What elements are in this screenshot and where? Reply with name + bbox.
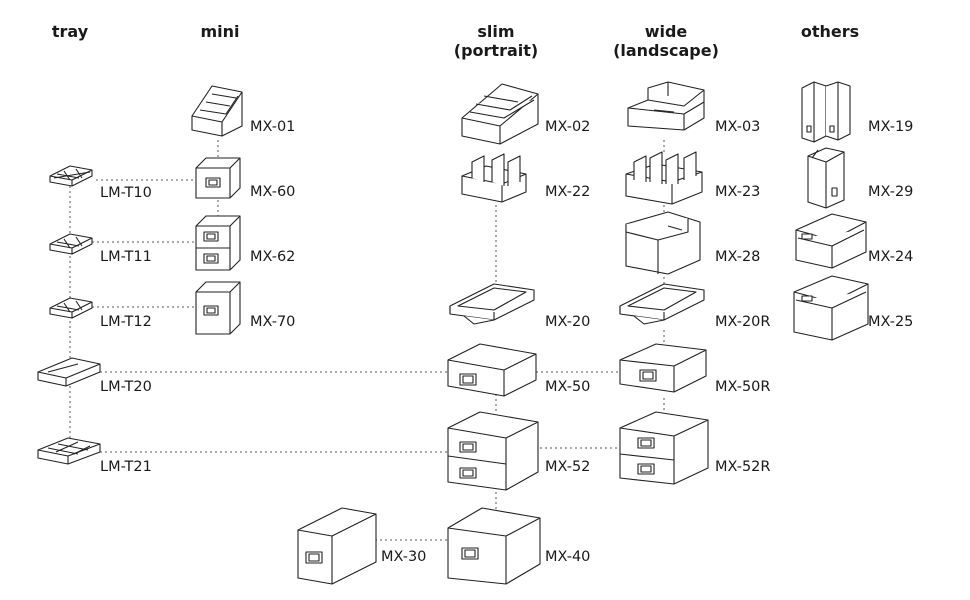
label-lm-t11: LM-T11 bbox=[100, 249, 152, 265]
mini-mx-60-image bbox=[195, 157, 241, 199]
column-header-wide: wide(landscape) bbox=[613, 22, 719, 60]
label-mx-62: MX-62 bbox=[250, 249, 296, 265]
slim-mx-02-image bbox=[461, 83, 539, 145]
label-mx-28: MX-28 bbox=[715, 249, 761, 265]
label-lm-t21: LM-T21 bbox=[100, 459, 152, 475]
slim-mx-40-image bbox=[447, 507, 541, 585]
tray-lm-t21-image bbox=[37, 437, 101, 465]
label-mx-19: MX-19 bbox=[868, 119, 914, 135]
label-mx-70: MX-70 bbox=[250, 314, 296, 330]
label-lm-t10: LM-T10 bbox=[100, 185, 152, 201]
label-mx-20r: MX-20R bbox=[715, 314, 771, 330]
label-mx-02: MX-02 bbox=[545, 119, 591, 135]
label-mx-25: MX-25 bbox=[868, 314, 914, 330]
column-header-mini: mini bbox=[200, 22, 240, 41]
mini-mx-62-image bbox=[195, 215, 241, 271]
mini-mx-01-image bbox=[191, 85, 243, 137]
others-mx-29-image bbox=[807, 147, 845, 209]
column-header-tray: tray bbox=[51, 22, 89, 41]
connector-lines bbox=[69, 140, 665, 541]
others-mx-24-image bbox=[795, 213, 867, 269]
label-mx-24: MX-24 bbox=[868, 249, 914, 265]
label-mx-50r: MX-50R bbox=[715, 379, 771, 395]
label-mx-50: MX-50 bbox=[545, 379, 591, 395]
wide-mx-28-image bbox=[625, 211, 701, 275]
others-mx-19-image bbox=[801, 81, 851, 143]
tray-lm-t20-image bbox=[37, 357, 101, 387]
label-mx-03: MX-03 bbox=[715, 119, 761, 135]
label-lm-t20: LM-T20 bbox=[100, 379, 152, 395]
slim-mx-50-image bbox=[447, 343, 537, 397]
mini-mx-70-image bbox=[195, 281, 241, 335]
wide-mx-52r-image bbox=[619, 411, 709, 485]
tray-lm-t12-image bbox=[49, 297, 93, 319]
label-mx-30: MX-30 bbox=[381, 549, 427, 565]
column-header-others: others bbox=[800, 22, 860, 41]
slim-mx-20-image bbox=[449, 283, 535, 325]
wide-mx-50r-image bbox=[619, 343, 707, 393]
label-mx-60: MX-60 bbox=[250, 184, 296, 200]
label-mx-23: MX-23 bbox=[715, 184, 761, 200]
tray-lm-t11-image bbox=[49, 233, 93, 255]
mini-mx-30-image bbox=[297, 507, 377, 585]
label-mx-22: MX-22 bbox=[545, 184, 591, 200]
wide-mx-20r-image bbox=[619, 283, 705, 325]
column-header-slim: slim(portrait) bbox=[453, 22, 539, 60]
slim-mx-22-image bbox=[461, 153, 527, 203]
label-mx-52: MX-52 bbox=[545, 459, 591, 475]
slim-mx-52-image bbox=[447, 411, 539, 491]
label-mx-52r: MX-52R bbox=[715, 459, 771, 475]
label-lm-t12: LM-T12 bbox=[100, 314, 152, 330]
label-mx-20: MX-20 bbox=[545, 314, 591, 330]
label-mx-29: MX-29 bbox=[868, 184, 914, 200]
tray-lm-t10-image bbox=[49, 165, 93, 187]
label-mx-01: MX-01 bbox=[250, 119, 296, 135]
wide-mx-03-image bbox=[627, 81, 705, 131]
others-mx-25-image bbox=[793, 275, 869, 341]
label-mx-40: MX-40 bbox=[545, 549, 591, 565]
wide-mx-23-image bbox=[625, 151, 703, 205]
